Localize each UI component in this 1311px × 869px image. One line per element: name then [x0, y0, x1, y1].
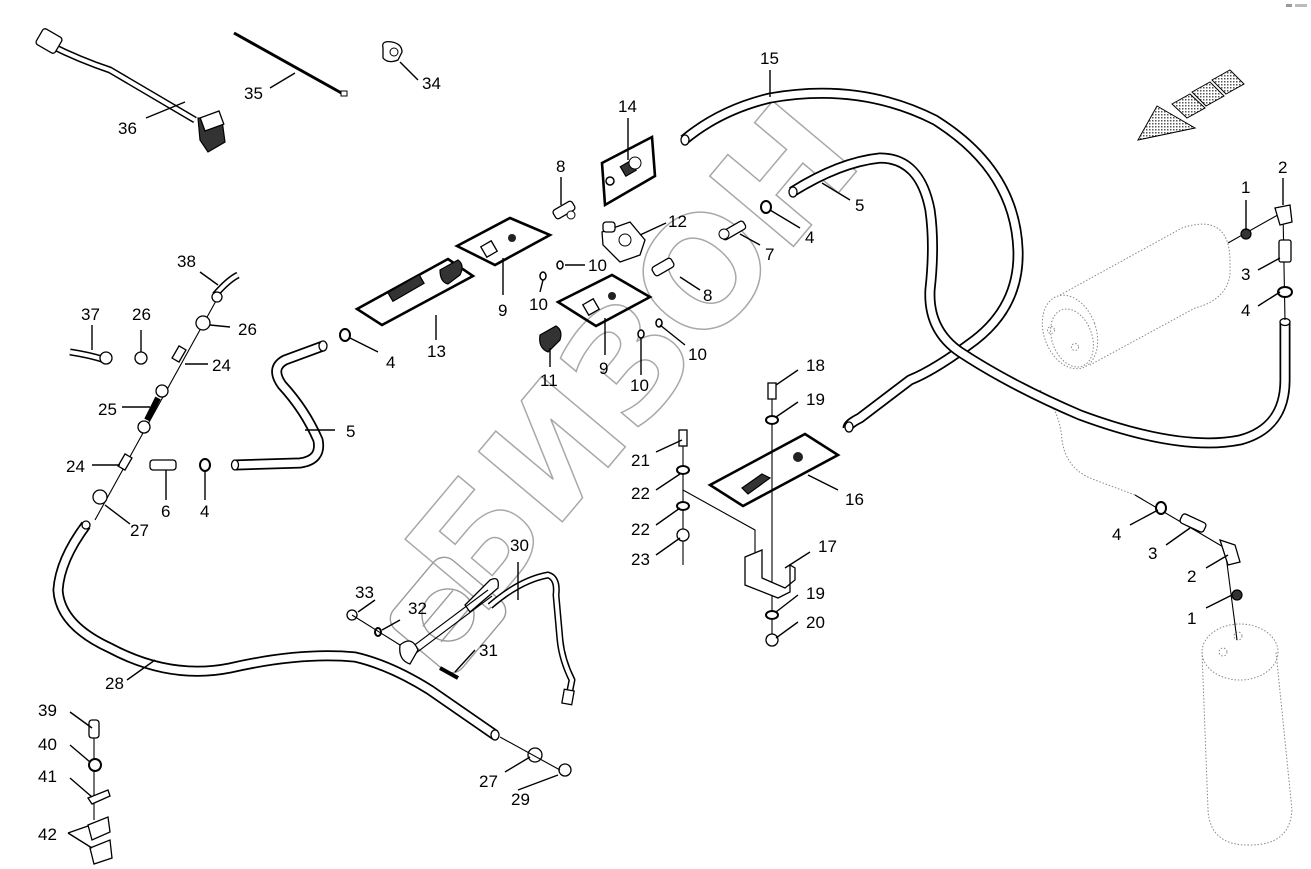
callout-2-lower[interactable]: 2 [1187, 567, 1196, 586]
callout-23[interactable]: 23 [631, 550, 650, 569]
callout-11[interactable]: 11 [540, 371, 558, 390]
callout-16[interactable]: 16 [845, 490, 864, 509]
callout-41[interactable]: 41 [38, 767, 57, 786]
callout-4-e[interactable]: 4 [1112, 525, 1121, 544]
callout-14[interactable]: 14 [618, 97, 637, 116]
kit-13-box [354, 257, 476, 327]
fitting-chain-left [69, 271, 240, 521]
callout-4-d[interactable]: 4 [1241, 301, 1250, 320]
callout-24-a[interactable]: 24 [212, 356, 231, 375]
callout-15[interactable]: 15 [760, 49, 779, 68]
callout-37[interactable]: 37 [81, 305, 100, 324]
callout-27-b[interactable]: 27 [479, 772, 498, 791]
callout-4-b[interactable]: 4 [386, 353, 395, 372]
callout-22-a[interactable]: 22 [631, 484, 650, 503]
callout-30[interactable]: 30 [510, 536, 529, 555]
clamp-34 [382, 40, 403, 63]
kit-14-box [600, 134, 657, 208]
callout-33[interactable]: 33 [355, 583, 374, 602]
callout-5-lower[interactable]: 5 [346, 422, 355, 441]
callout-39[interactable]: 39 [38, 701, 57, 720]
callout-2-upper[interactable]: 2 [1278, 158, 1287, 177]
callout-26-a[interactable]: 26 [132, 305, 151, 324]
callout-31[interactable]: 31 [479, 641, 498, 660]
kit-9-lower-box [555, 273, 653, 328]
callout-29[interactable]: 29 [511, 790, 530, 809]
callout-9-upper[interactable]: 9 [498, 301, 507, 320]
callout-5-upper[interactable]: 5 [855, 196, 864, 215]
callout-19-b[interactable]: 19 [806, 584, 825, 603]
callout-25[interactable]: 25 [98, 400, 117, 419]
callout-19-a[interactable]: 19 [806, 390, 825, 409]
callout-1-upper[interactable]: 1 [1241, 178, 1250, 197]
callout-24-b[interactable]: 24 [66, 457, 85, 476]
callout-8-lower[interactable]: 8 [703, 286, 712, 305]
callout-42[interactable]: 42 [38, 825, 57, 844]
hose-15 [680, 87, 1024, 433]
callout-22-b[interactable]: 22 [631, 520, 650, 539]
callout-12[interactable]: 12 [668, 212, 687, 231]
hardware-31-33 [346, 609, 459, 680]
callout-17[interactable]: 17 [818, 537, 837, 556]
callout-13[interactable]: 13 [427, 342, 446, 361]
pipe-30 [399, 571, 576, 706]
callout-32[interactable]: 32 [408, 599, 427, 618]
fitting-chain-upper-right [1227, 204, 1293, 321]
nut-4-b [339, 328, 351, 342]
air-tank-horizontal [1041, 223, 1231, 370]
cable-harness-36 [35, 28, 226, 153]
callout-10-d[interactable]: 10 [630, 376, 649, 395]
clamp-stack-39-42 [87, 719, 113, 865]
corner-mark [1286, 4, 1307, 7]
callout-labels: 36 35 34 15 14 8 12 5 4 7 8 10 10 10 10 … [38, 49, 1287, 844]
cable-tie-35 [233, 31, 348, 97]
callout-4-a[interactable]: 4 [805, 228, 814, 247]
hose-5-lower [230, 340, 328, 471]
callout-8-upper[interactable]: 8 [556, 157, 565, 176]
union-7 [718, 220, 747, 241]
valve-12 [601, 221, 646, 263]
cap-11 [539, 325, 562, 353]
hose-28 [52, 520, 500, 741]
callout-34[interactable]: 34 [422, 74, 441, 93]
callout-3-upper[interactable]: 3 [1241, 265, 1250, 284]
callout-20[interactable]: 20 [806, 613, 825, 632]
callout-28[interactable]: 28 [105, 674, 124, 693]
callout-9-lower[interactable]: 9 [599, 359, 608, 378]
callout-10-b[interactable]: 10 [529, 295, 548, 314]
callout-38[interactable]: 38 [177, 252, 196, 271]
front-direction-arrow [1137, 69, 1245, 141]
kit-9-upper-box [454, 216, 553, 267]
callout-26-b[interactable]: 26 [238, 320, 257, 339]
callout-4-c[interactable]: 4 [200, 502, 209, 521]
nut-4-a [760, 200, 772, 214]
callout-27-a[interactable]: 27 [130, 521, 149, 540]
callout-21[interactable]: 21 [631, 451, 650, 470]
bolt-stack-18-20 [765, 382, 779, 647]
callout-36[interactable]: 36 [118, 119, 137, 138]
callout-10-c[interactable]: 10 [688, 345, 707, 364]
o-rings-10 [539, 260, 663, 339]
watermark-logo [389, 556, 507, 674]
hose-5-upper [788, 152, 1291, 449]
callout-10-a[interactable]: 10 [588, 256, 607, 275]
callout-35[interactable]: 35 [244, 84, 263, 103]
air-tank-vertical [1201, 623, 1293, 846]
tee-8-upper [552, 200, 576, 220]
bracket-17 [682, 489, 796, 599]
callout-6[interactable]: 6 [161, 502, 170, 521]
bolt-stack-21-23 [676, 429, 690, 565]
kit-16-box [707, 432, 841, 508]
fitting-chain-lower-right [1134, 494, 1243, 641]
callout-1-lower[interactable]: 1 [1187, 609, 1196, 628]
leader-lines [67, 61, 1284, 849]
nut-27-lower [499, 736, 572, 777]
tee-8-lower [651, 257, 675, 277]
callout-3-lower[interactable]: 3 [1148, 544, 1157, 563]
callout-40[interactable]: 40 [38, 735, 57, 754]
callout-18[interactable]: 18 [806, 356, 825, 375]
callout-7[interactable]: 7 [765, 245, 774, 264]
